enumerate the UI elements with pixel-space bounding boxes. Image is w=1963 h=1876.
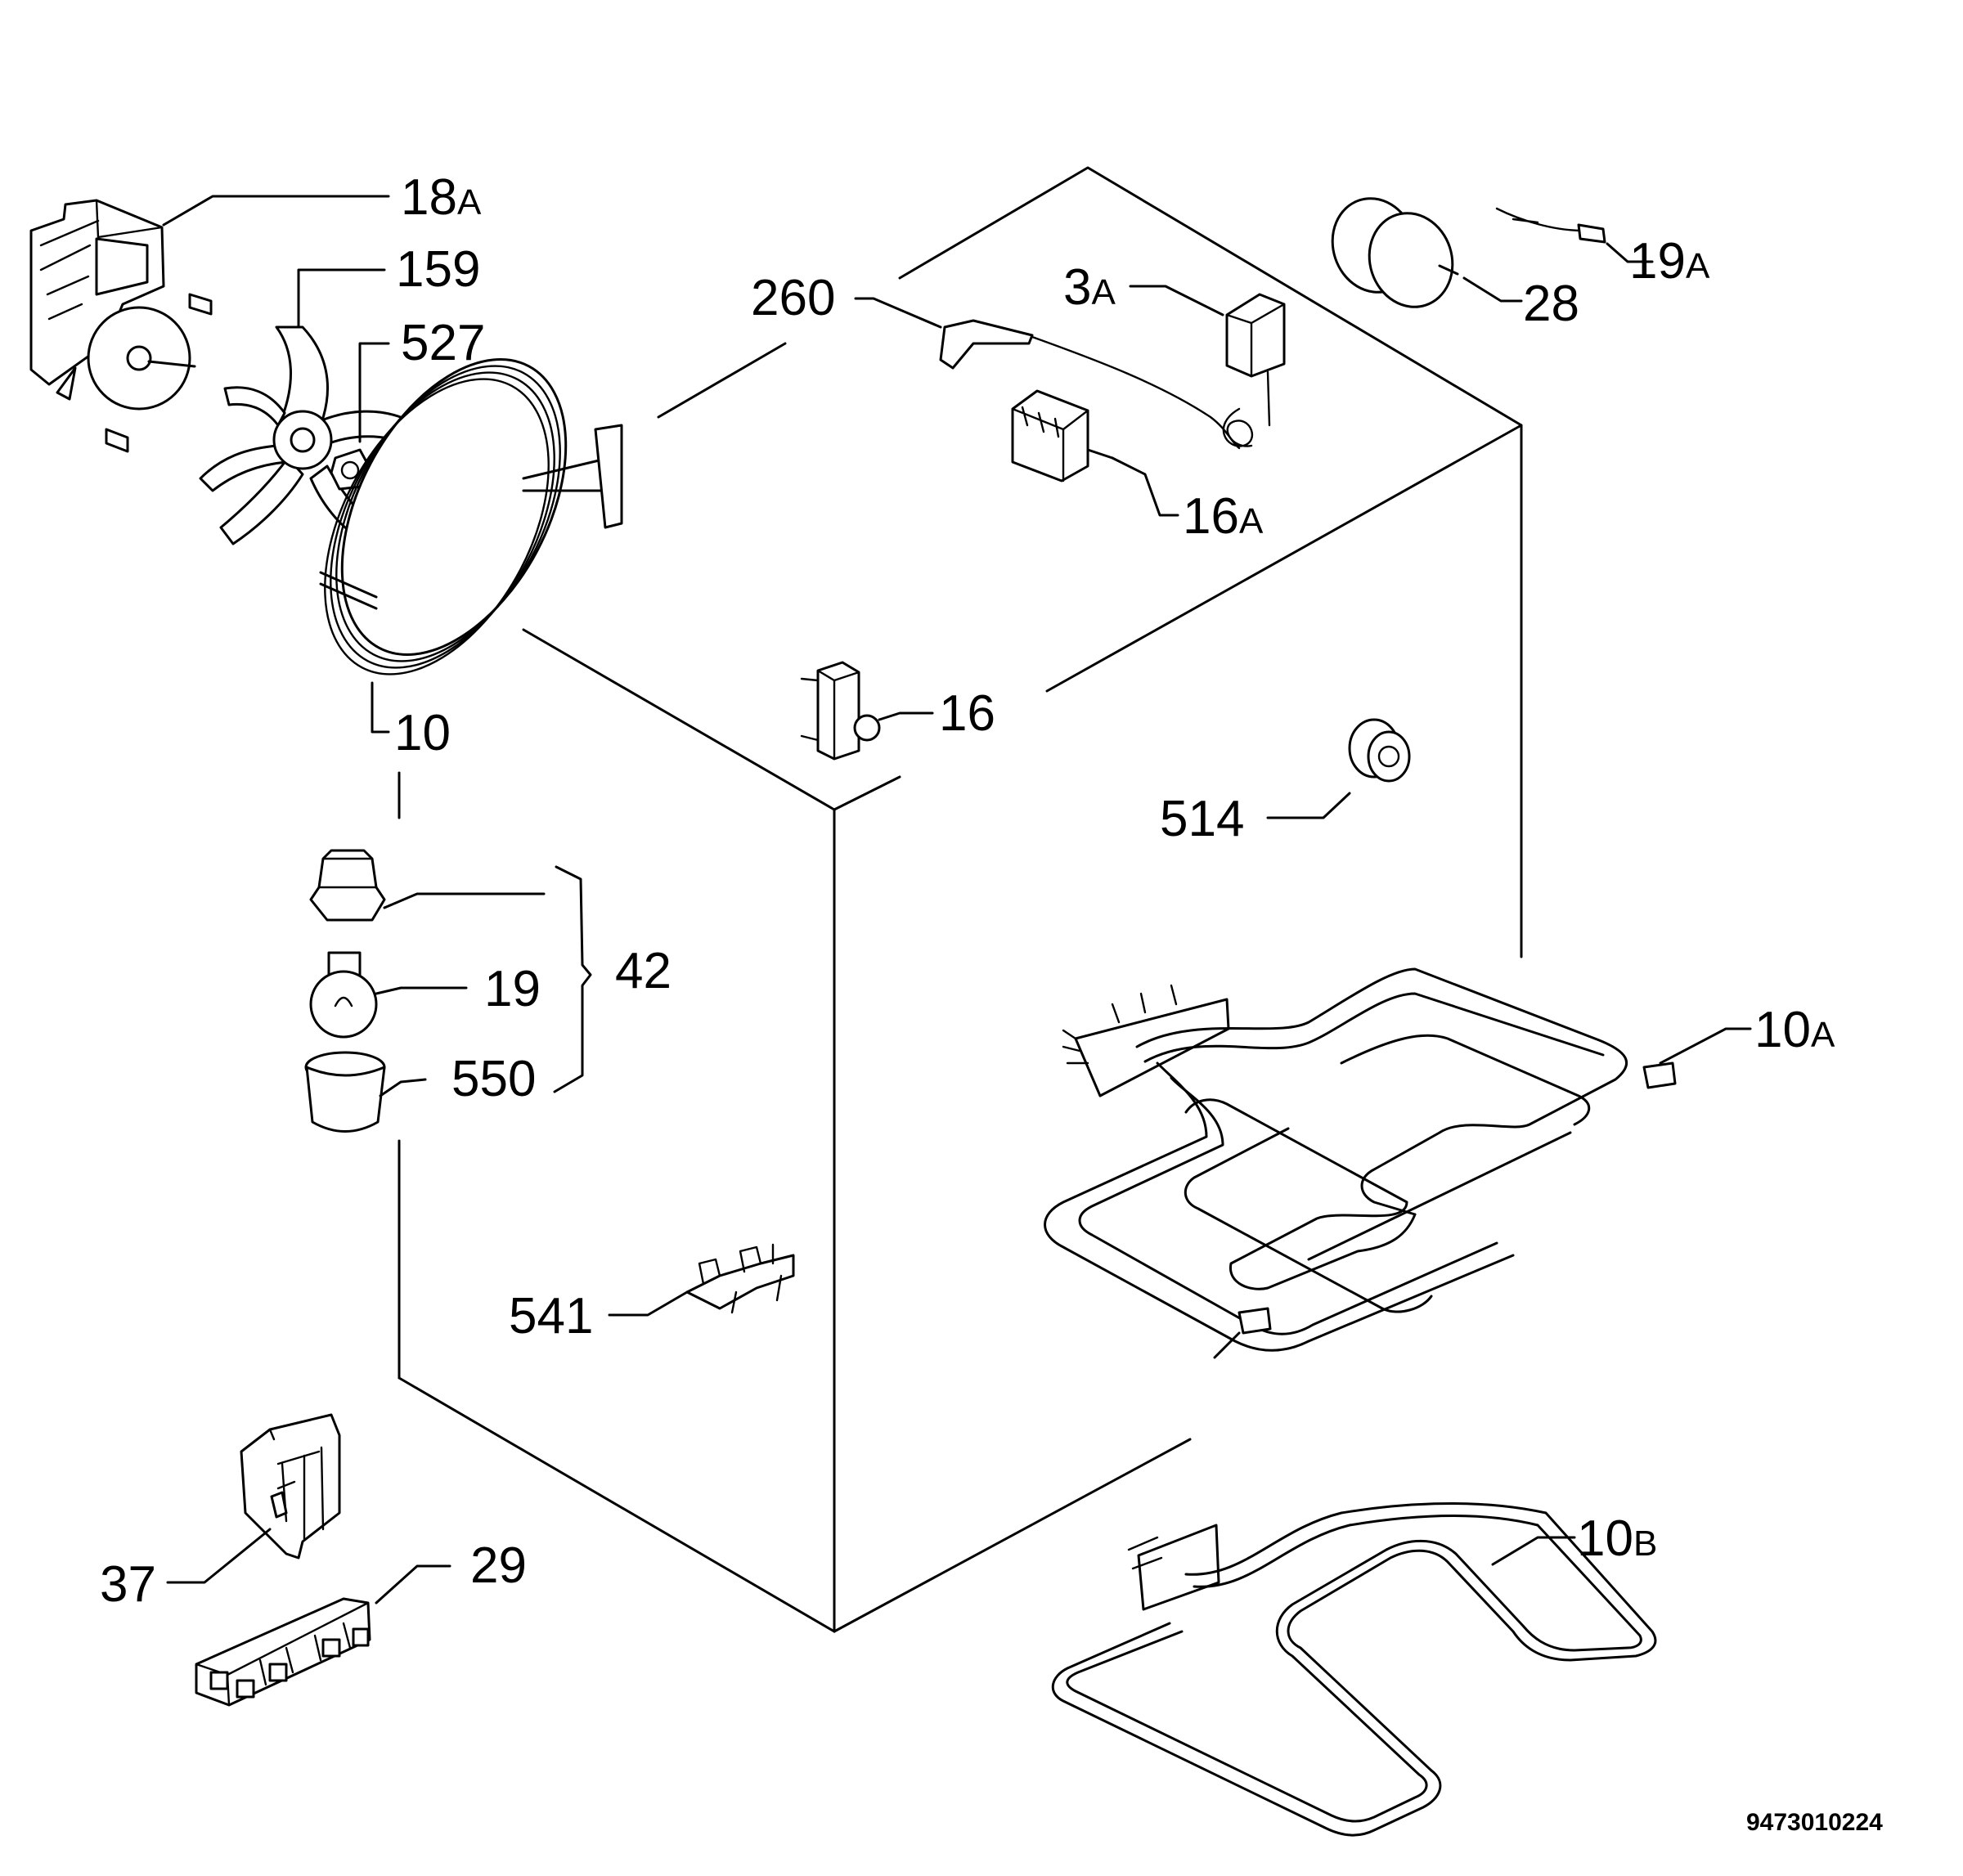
lamp-holder — [309, 849, 386, 922]
grill-element-10a — [1044, 967, 1677, 1359]
knob-28 — [1331, 197, 1459, 308]
label-42: 42 — [615, 943, 672, 999]
label-550: 550 — [451, 1051, 536, 1107]
label-16: 16 — [939, 685, 995, 742]
label-10: 10 — [394, 705, 451, 761]
label-19a: 19A — [1629, 233, 1710, 289]
sensor-19a — [1495, 207, 1606, 244]
label-10a: 10A — [1754, 1002, 1835, 1058]
grommet-514 — [1348, 718, 1411, 783]
label-3a: 3A — [1063, 259, 1116, 316]
relay-37 — [240, 1413, 341, 1560]
label-19: 19 — [484, 961, 541, 1017]
drawing-code: 9473010224 — [1746, 1809, 1883, 1836]
probe-260 — [939, 319, 1241, 450]
circular-heating-element-10 — [319, 358, 623, 675]
lamp-cover-550 — [304, 1051, 386, 1133]
callout-labels: 18A 159 527 10 260 3A 28 19A 16A 16 514 … — [100, 169, 1883, 1836]
label-16a: 16A — [1183, 488, 1264, 545]
lamp-bulb-19 — [309, 951, 378, 1039]
label-260: 260 — [751, 270, 835, 326]
bracket-42 — [553, 865, 592, 1093]
label-18a: 18A — [401, 169, 482, 226]
label-29: 29 — [470, 1537, 527, 1594]
thermostat-3a — [1222, 293, 1286, 447]
label-159: 159 — [396, 241, 480, 298]
label-527: 527 — [401, 315, 485, 371]
leader-lines — [162, 195, 1752, 1604]
fan-motor-18a — [29, 199, 213, 453]
bottom-element-10b — [1051, 1501, 1657, 1837]
label-28: 28 — [1523, 276, 1579, 332]
label-37: 37 — [100, 1556, 156, 1613]
label-10b: 10B — [1577, 1510, 1657, 1567]
selector-switch-16a — [1011, 389, 1114, 482]
label-514: 514 — [1160, 791, 1244, 847]
push-switch-16 — [800, 661, 881, 761]
terminal-block-29 — [195, 1597, 371, 1707]
label-541: 541 — [509, 1288, 593, 1344]
terminal-clip-541 — [685, 1243, 795, 1314]
oven-cabinet-outline — [398, 166, 1523, 1633]
